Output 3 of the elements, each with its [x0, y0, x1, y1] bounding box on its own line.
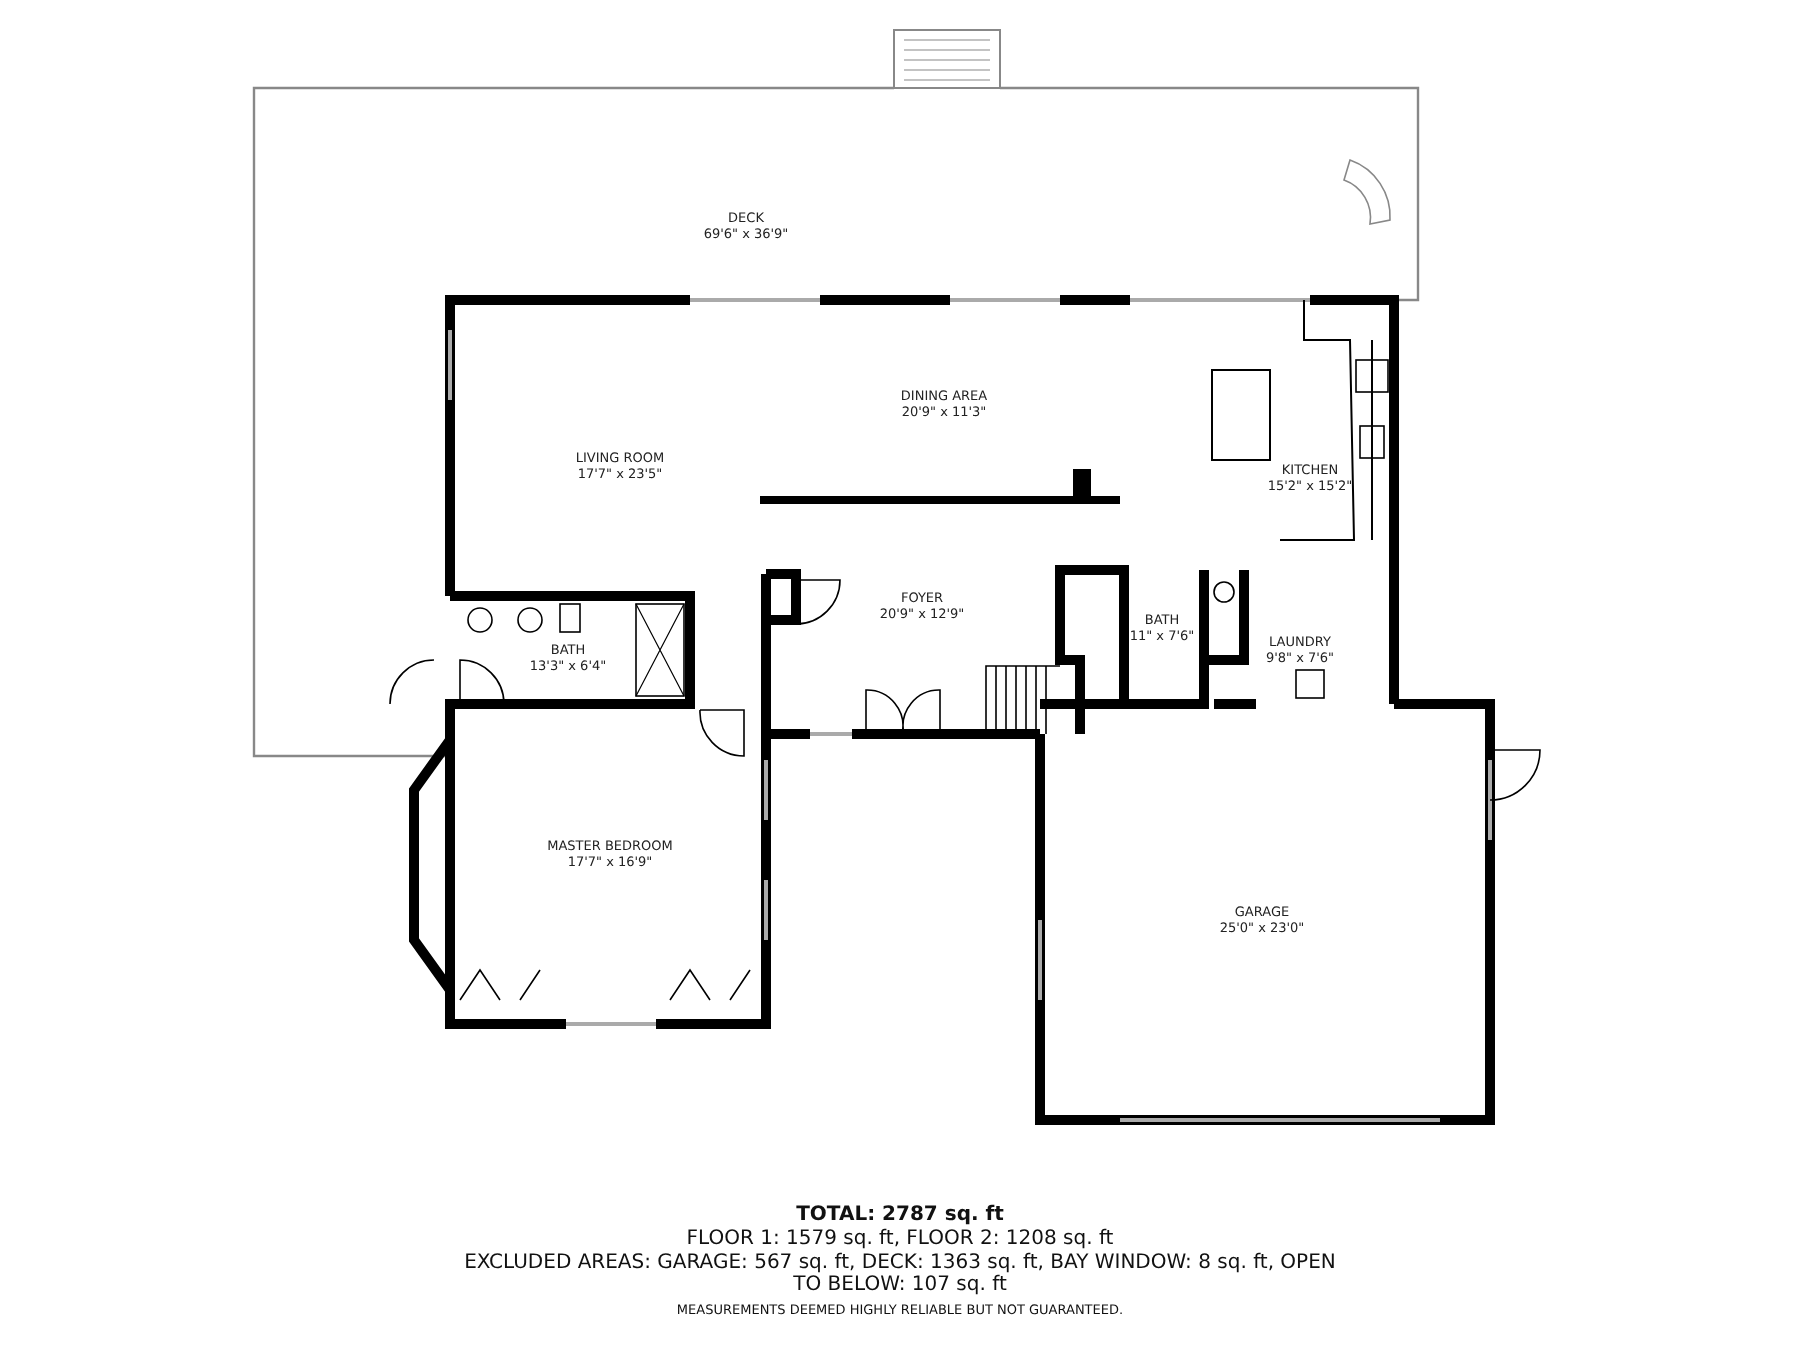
- floor-areas: FLOOR 1: 1579 sq. ft, FLOOR 2: 1208 sq. ft: [686, 1228, 1114, 1250]
- total-area: TOTAL: 2787 sq. ft: [796, 1204, 1004, 1226]
- excluded-areas-note: EXCLUDED AREAS: GARAGE: 567 sq. ft, DECK: 1363 sq. ft, BAY WINDOW: 8 sq. ft, OPEN TO BELOW: 107 sq. ft: [462, 1252, 1338, 1296]
